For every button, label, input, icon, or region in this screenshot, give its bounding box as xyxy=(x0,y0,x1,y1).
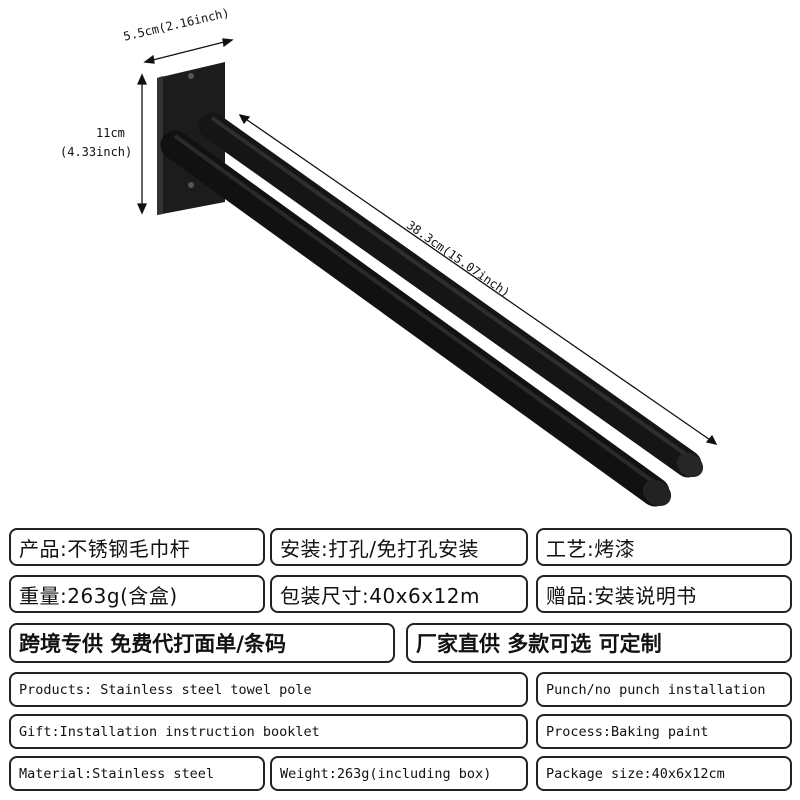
back-rod xyxy=(198,112,702,478)
package-en-text: Package size:40x6x12cm xyxy=(546,765,725,782)
package-en-box: Package size:40x6x12cm xyxy=(536,756,792,791)
install-method-box: 安装:打孔/免打孔安装 xyxy=(270,528,528,566)
weight-en-text: Weight:263g(including box) xyxy=(280,765,492,782)
gift-en-box: Gift:Installation instruction booklet xyxy=(9,714,528,749)
material-en-text: Material:Stainless steel xyxy=(19,765,215,782)
length-arrow xyxy=(239,114,717,445)
install-method-text: 安装:打孔/免打孔安装 xyxy=(280,536,479,561)
weight-cn-box: 重量:263g(含盒) xyxy=(9,575,265,613)
gift-en-text: Gift:Installation instruction booklet xyxy=(19,723,320,740)
front-rod xyxy=(160,130,670,507)
factory-box: 厂家直供 多款可选 可定制 xyxy=(406,623,792,663)
gift-cn-box: 赠品:安装说明书 xyxy=(536,575,792,613)
process-cn-text: 工艺:烤漆 xyxy=(546,536,636,561)
package-cn-text: 包装尺寸:40x6x12m xyxy=(280,583,481,608)
factory-text: 厂家直供 多款可选 可定制 xyxy=(416,632,662,656)
products-en-box: Products: Stainless steel towel pole xyxy=(9,672,528,707)
height-dimension-label-inch: (4.33inch) xyxy=(60,145,133,159)
material-en-box: Material:Stainless steel xyxy=(9,756,265,791)
package-cn-box: 包装尺寸:40x6x12m xyxy=(270,575,528,613)
product-illustration: 5.5cm(2.16inch) 11cm (4.33inch) 38.3cm(1… xyxy=(60,6,718,507)
product-name-text: 产品:不锈钢毛巾杆 xyxy=(19,536,191,561)
cross-border-box: 跨境专供 免费代打面单/条码 xyxy=(9,623,395,663)
weight-en-box: Weight:263g(including box) xyxy=(270,756,528,791)
punch-en-box: Punch/no punch installation xyxy=(536,672,792,707)
width-arrow xyxy=(144,39,233,63)
products-en-text: Products: Stainless steel towel pole xyxy=(19,681,312,698)
process-en-text: Process:Baking paint xyxy=(546,723,709,740)
towel-rack-drawing xyxy=(136,38,718,507)
punch-en-text: Punch/no punch installation xyxy=(546,681,766,698)
product-name-box: 产品:不锈钢毛巾杆 xyxy=(9,528,265,566)
cross-border-text: 跨境专供 免费代打面单/条码 xyxy=(19,632,286,656)
gift-cn-text: 赠品:安装说明书 xyxy=(546,583,697,608)
weight-cn-text: 重量:263g(含盒) xyxy=(19,583,178,608)
process-en-box: Process:Baking paint xyxy=(536,714,792,749)
process-cn-box: 工艺:烤漆 xyxy=(536,528,792,566)
height-dimension-label-cm: 11cm xyxy=(96,126,125,140)
